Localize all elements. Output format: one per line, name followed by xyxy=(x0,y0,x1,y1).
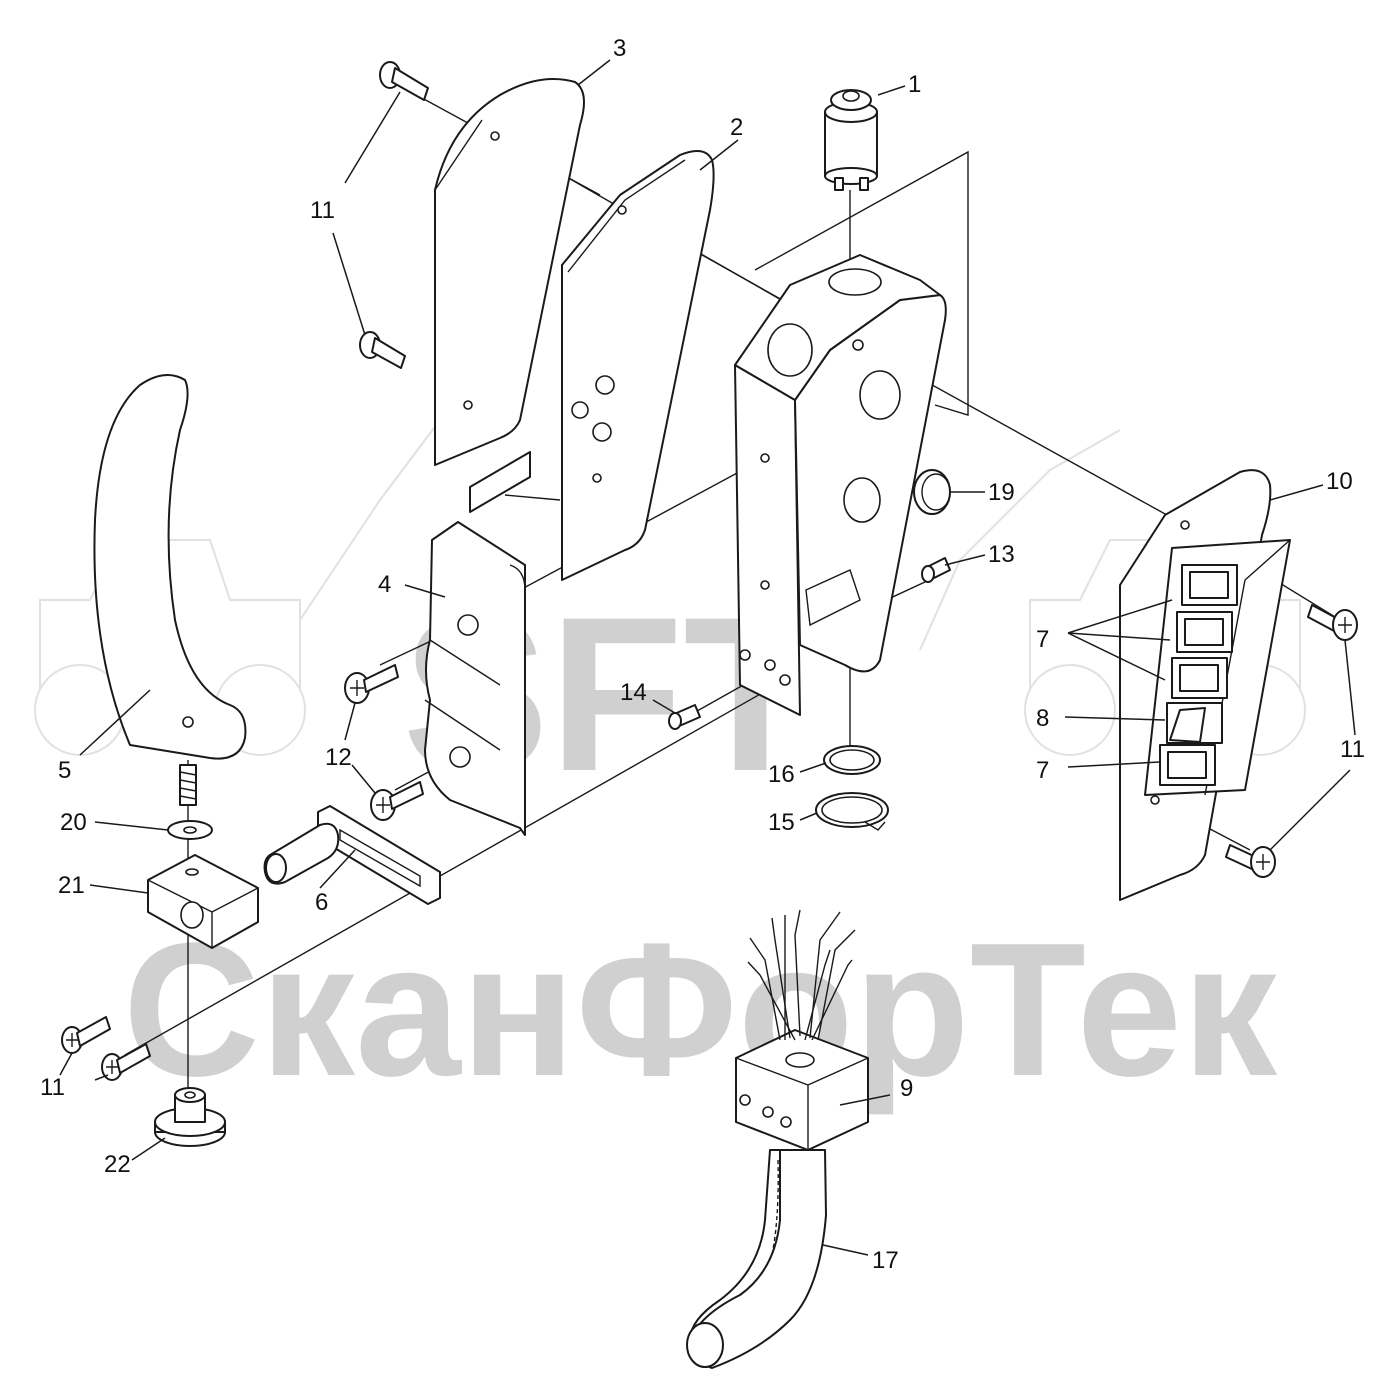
screw-11-top-a xyxy=(379,61,429,101)
callout-4: 4 xyxy=(378,571,391,598)
part-10-switch-panel xyxy=(1119,469,1291,901)
callout-5: 5 xyxy=(58,757,71,784)
callout-10: 10 xyxy=(1326,468,1353,495)
callout-19: 19 xyxy=(988,479,1015,506)
callout-15: 15 xyxy=(768,809,795,836)
main-housing xyxy=(734,254,947,716)
leader-lines xyxy=(59,59,1356,1256)
part-21-clamp-block xyxy=(147,854,259,949)
screw-11-bottom-a xyxy=(61,1016,111,1054)
part-19-plug xyxy=(913,469,951,515)
callout-11a: 11 xyxy=(310,197,335,224)
callout-20: 20 xyxy=(60,809,87,836)
screw-11-top-b xyxy=(359,331,406,369)
switch-buttons xyxy=(1159,564,1238,786)
part-4-bracket xyxy=(424,521,526,836)
callout-labels: 1 2 3 4 5 6 7 7 8 9 10 11 11 11 12 13 14… xyxy=(40,35,1365,1274)
screw-11-right-b xyxy=(1225,844,1276,878)
part-20-washer xyxy=(167,820,213,840)
wires xyxy=(747,909,856,1041)
callout-3: 3 xyxy=(613,35,626,62)
callout-1: 1 xyxy=(908,71,921,98)
screw-13 xyxy=(921,557,951,583)
screw-11-bottom-b xyxy=(101,1043,151,1081)
callout-9: 9 xyxy=(900,1075,913,1102)
part-2-mounting-plate xyxy=(561,150,715,581)
screw-12-upper xyxy=(344,664,399,704)
callout-7b: 7 xyxy=(1036,757,1049,784)
screw-11-right-a xyxy=(1307,604,1358,641)
callout-11c: 11 xyxy=(40,1074,65,1101)
part-15-retaining-ring xyxy=(815,792,889,831)
part-9-connector-block xyxy=(735,909,869,1151)
part-17-braided-harness xyxy=(686,1149,827,1369)
callout-7a: 7 xyxy=(1036,626,1049,653)
callout-13: 13 xyxy=(988,541,1015,568)
screws xyxy=(61,61,1358,1081)
part-22-knurled-knob xyxy=(154,1087,226,1147)
callout-22: 22 xyxy=(104,1151,131,1178)
callout-8: 8 xyxy=(1036,705,1049,732)
label-plate xyxy=(469,451,531,513)
callout-16: 16 xyxy=(768,761,795,788)
callout-21: 21 xyxy=(58,872,85,899)
screw-14 xyxy=(668,704,701,730)
stud-threaded xyxy=(179,764,197,806)
part-6-slotted-pin xyxy=(263,805,441,905)
watermark-company: СканФорТек xyxy=(123,904,1278,1116)
callout-2: 2 xyxy=(730,114,743,141)
screw-12-lower xyxy=(370,781,424,821)
callout-12: 12 xyxy=(325,744,352,771)
part-5-curved-handle xyxy=(93,374,247,760)
callout-11b: 11 xyxy=(1340,736,1365,763)
callout-6: 6 xyxy=(315,889,328,916)
callout-14: 14 xyxy=(620,679,647,706)
part-16-o-ring xyxy=(823,745,881,775)
part-1-indicator-lamp xyxy=(824,89,878,191)
part-3-back-plate xyxy=(434,78,585,466)
callout-17: 17 xyxy=(872,1247,899,1274)
